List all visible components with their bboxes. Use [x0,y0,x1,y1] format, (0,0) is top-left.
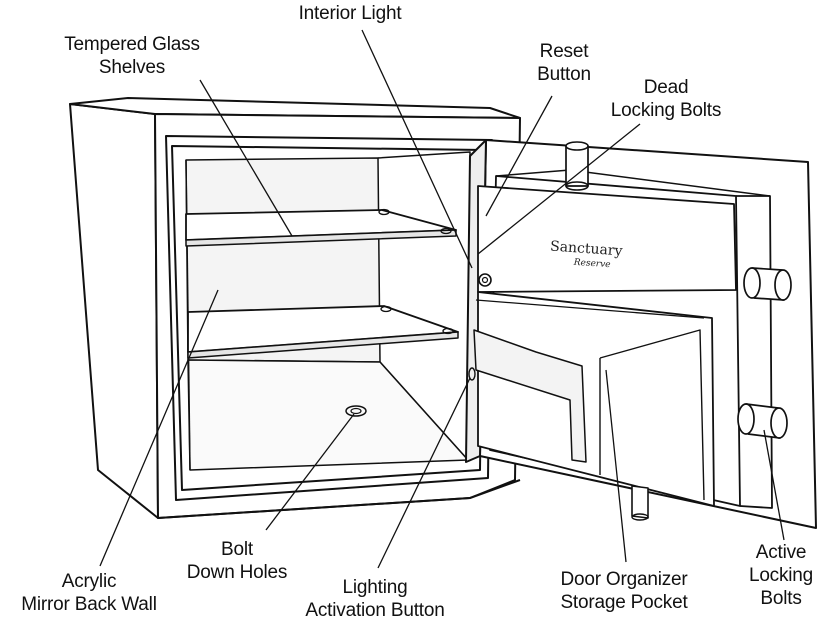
leader-lighting [377,377,471,569]
label-active-bolts: Active Locking Bolts [748,542,814,609]
label-reset-button: Reset Button [537,41,591,85]
bottom-bolt [631,485,649,521]
dead-locking-bolt [565,141,589,191]
brand-name: Sanctuary [550,239,623,260]
brand-logo: Sanctuary Reserve [550,239,623,271]
label-lighting-activation: Lighting Activation Button [305,577,445,621]
glass-shelves [185,208,459,359]
leader-reset-button [485,95,553,217]
leader-interior-light [361,29,473,269]
label-acrylic-mirror: Acrylic Mirror Back Wall [21,571,157,615]
leader-active-bolts [763,429,785,541]
bolt-down-hole [345,405,367,417]
leader-bolt-down-holes [265,413,355,531]
leader-lines [99,29,785,569]
leader-acrylic-mirror [99,289,219,567]
leader-door-organizer [605,369,627,563]
active-locking-bolts [737,267,792,439]
label-interior-light: Interior Light [298,3,402,24]
label-bolt-down-holes: Bolt Down Holes [186,539,288,583]
safe-door [465,139,817,529]
label-dead-bolts: Dead Locking Bolts [610,77,722,121]
safe-base [157,479,521,519]
brand-sub: Reserve [572,258,610,271]
label-door-organizer: Door Organizer Storage Pocket [560,569,688,613]
leader-dead-bolts [477,123,641,255]
leader-tempered-glass [199,79,293,237]
label-tempered-glass: Tempered Glass Shelves [64,34,200,78]
